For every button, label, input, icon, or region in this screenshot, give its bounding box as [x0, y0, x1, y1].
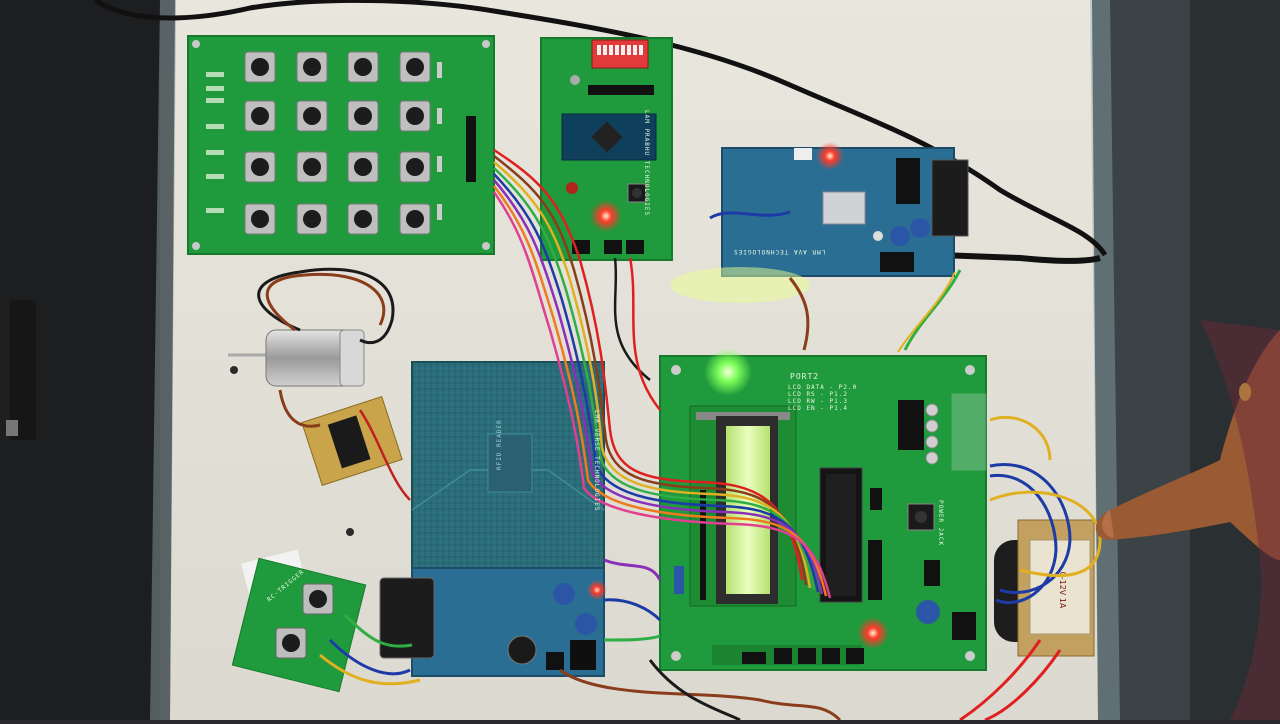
rfid-reader	[379, 361, 605, 677]
dc-motor	[228, 329, 365, 387]
rfid-reader-text: RFID READER	[496, 419, 503, 470]
transformer-label: 0-12V 1A	[1058, 572, 1067, 609]
keypad-buttons	[244, 51, 431, 235]
pin-row: LCD DATA - P2.0	[788, 384, 858, 391]
transformer-wires	[959, 415, 1102, 722]
base-hole	[346, 528, 354, 536]
pin-row: LCD RW - P1.3	[788, 398, 848, 405]
gsm-module	[822, 191, 866, 225]
mcu-red-led	[590, 200, 622, 232]
main-board	[659, 355, 987, 671]
main-board-port: PORT2	[790, 372, 820, 381]
gsm-board-brand: LMR AVA TECHNOLOGIES	[733, 248, 826, 255]
power-jack-label: POWER JACK	[937, 500, 944, 547]
motor-wire-black	[257, 267, 395, 344]
glass-edge-left	[150, 0, 176, 720]
db9-connector	[931, 159, 969, 237]
keypad-board	[187, 35, 495, 255]
pin-row: LCD EN - P1.4	[788, 405, 848, 412]
dip-switch	[591, 39, 649, 69]
gsm-red-led	[816, 142, 844, 170]
trigger-button-board	[231, 549, 367, 693]
pin-row: LCD RS - P1.2	[788, 391, 848, 398]
motor-driver-board	[301, 396, 403, 486]
rfid-board-brand: LMR VERSE TECHNOLOGIES	[593, 410, 600, 512]
main-green-led	[704, 348, 752, 396]
base-hole	[230, 366, 238, 374]
ribbon-wires	[492, 148, 832, 599]
glass-edge-right	[1090, 0, 1120, 720]
rfid-red-led	[587, 580, 607, 600]
gsm-glow	[670, 267, 810, 303]
mcu-board-brand: LAM PRABHU TECHNOLOGIES	[643, 110, 650, 217]
motor-wire-brown	[265, 272, 386, 332]
lcd-screen	[726, 426, 770, 594]
gsm-board	[709, 147, 969, 277]
main-red-led	[857, 617, 889, 649]
rfid-db9	[379, 577, 435, 659]
power-cable	[939, 252, 1101, 264]
left-dark-object	[10, 300, 36, 440]
main-board-pin-list: LCD DATA - P2.0 LCD RS - P1.2 LCD RW - P…	[788, 384, 857, 412]
